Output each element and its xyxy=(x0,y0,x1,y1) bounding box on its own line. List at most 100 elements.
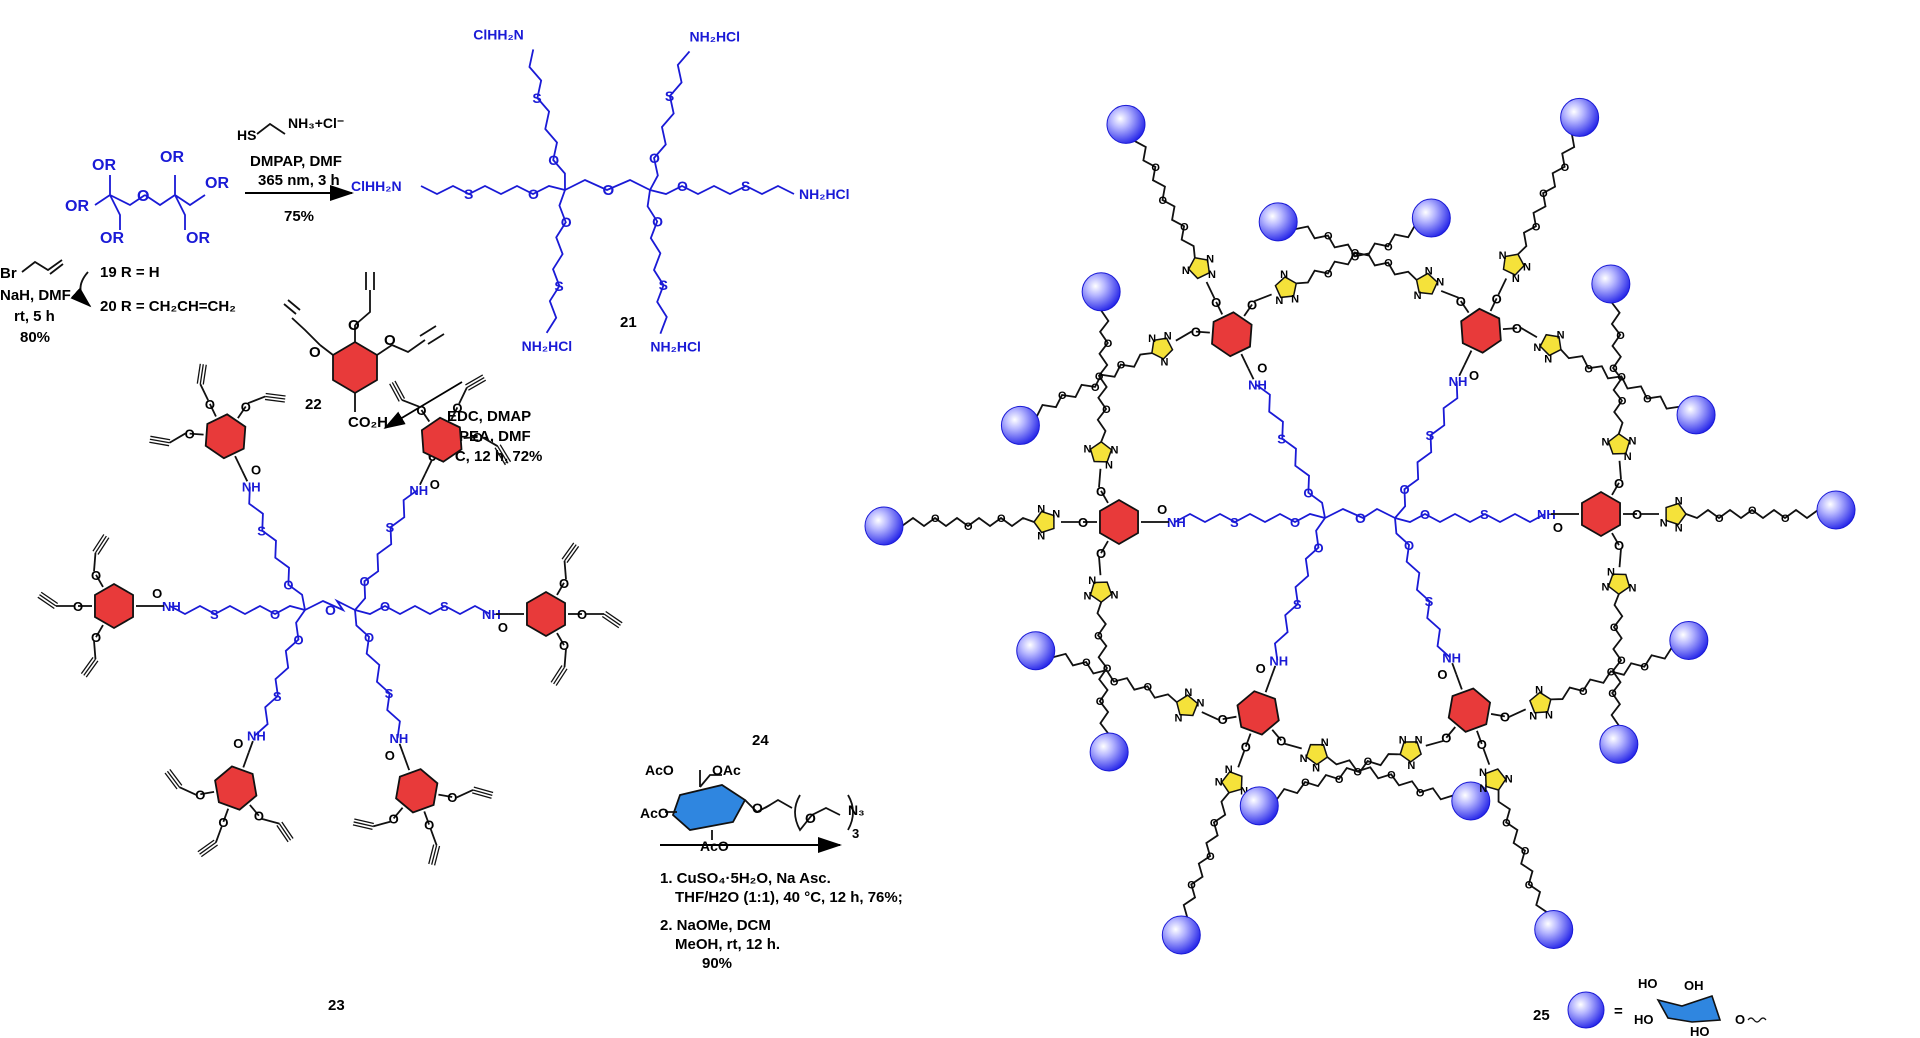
carbonyl-o: O xyxy=(498,620,508,635)
sugar-sphere xyxy=(1081,272,1121,312)
curved-arrow xyxy=(70,271,92,308)
bond xyxy=(1455,674,1463,690)
step-thiolene: HS NH₃+Cl⁻ DMPAP, DMF 365 nm, 3 h 75% xyxy=(237,115,354,225)
peg-o: O xyxy=(1610,622,1619,634)
peg-o: O xyxy=(997,513,1006,525)
bond xyxy=(372,820,392,828)
step-amidation: EDC, DMAP DIPEA, DMF 60 °C, 12 h, 72% xyxy=(383,381,542,465)
bond xyxy=(1215,301,1224,315)
ether-o: O xyxy=(1211,295,1221,310)
peg-o: O xyxy=(964,521,973,533)
ether-o: O xyxy=(559,576,569,591)
bond xyxy=(93,552,97,572)
alkyne-bond xyxy=(200,844,218,858)
ether-o: O xyxy=(561,214,572,230)
carbonyl-o: O xyxy=(1256,661,1266,676)
triazole-n: N xyxy=(1407,760,1415,772)
alkyne-bond xyxy=(353,821,374,828)
peg-o: O xyxy=(1618,396,1627,408)
triazole-n: N xyxy=(1660,517,1668,529)
arm-chain xyxy=(354,604,491,616)
triazole-ring xyxy=(1175,694,1199,717)
arm-chain xyxy=(649,50,691,191)
arm-chain xyxy=(646,189,668,335)
step-allylation: Br NaH, DMF rt, 5 h 80% 19 R = H 20 R = … xyxy=(0,259,236,346)
bond xyxy=(1489,297,1498,312)
alkyne-bond xyxy=(465,374,484,386)
amide-nh: NH xyxy=(1269,653,1288,668)
bond xyxy=(1175,330,1193,342)
amide-nh: NH xyxy=(162,599,181,614)
triazole-n: N xyxy=(1148,333,1156,345)
triazole-n: N xyxy=(1414,290,1422,302)
peg-chain xyxy=(1294,225,1418,281)
bond xyxy=(1611,482,1620,496)
ether-o: O xyxy=(652,213,663,229)
amide-nh: NH xyxy=(390,731,409,746)
alkyne-bond xyxy=(389,383,400,402)
peg-o: O xyxy=(1351,251,1360,263)
alkyne-bond xyxy=(83,658,97,676)
ether-o: O xyxy=(603,182,615,199)
ether-o: O xyxy=(309,344,321,361)
benzene-ring xyxy=(395,768,439,814)
core-bond xyxy=(304,598,356,613)
sugar-sphere xyxy=(1676,395,1716,435)
peg-o: O xyxy=(1387,769,1396,781)
bond xyxy=(93,640,97,660)
compound-24-number: 24 xyxy=(752,732,769,749)
arm-chain xyxy=(649,184,795,196)
peg-o: O xyxy=(1187,879,1196,891)
click-condition-2: THF/H2O (1:1), 40 °C, 12 h, 76%; xyxy=(675,889,903,906)
alkyne-bond xyxy=(494,447,506,466)
triazole-ring xyxy=(1529,691,1552,714)
ether-o: O xyxy=(283,578,293,593)
triazole-n: N xyxy=(1161,357,1169,369)
ether-o: O xyxy=(1218,712,1228,727)
peg-o: O xyxy=(1351,248,1360,260)
carbonyl-o: O xyxy=(1257,360,1267,375)
ether-o: O xyxy=(254,809,264,824)
bond xyxy=(1244,733,1252,748)
core-bond xyxy=(564,179,651,191)
ether-o: O xyxy=(241,400,251,415)
carbonyl-o: O xyxy=(1553,520,1563,535)
sugar-sphere xyxy=(1161,915,1201,955)
triazole-ring xyxy=(1033,510,1055,534)
bond xyxy=(458,387,468,405)
peg-chain xyxy=(1550,646,1673,701)
sugar-sphere xyxy=(1451,781,1491,821)
benzene-ring xyxy=(1447,687,1492,733)
triazole-n: N xyxy=(1184,687,1192,699)
peg-chain xyxy=(1275,753,1401,801)
sugar-sphere xyxy=(1106,104,1146,144)
bond xyxy=(556,582,565,596)
alkyne-bond xyxy=(499,444,512,463)
thioether-s: S xyxy=(440,599,449,614)
arm-chain xyxy=(1394,381,1459,519)
alkyne-bond xyxy=(149,438,170,444)
triazole-n: N xyxy=(1479,767,1487,779)
ether-o: O xyxy=(364,630,374,645)
ether-o: O xyxy=(359,574,369,589)
arm-chain xyxy=(1255,383,1326,519)
ether-o: O xyxy=(1512,321,1522,336)
triazole-n: N xyxy=(1240,786,1248,798)
ether-o: O xyxy=(1241,740,1251,755)
allylation-condition-2: rt, 5 h xyxy=(14,308,55,325)
triazole-n: N xyxy=(1602,582,1610,594)
arm-chain xyxy=(169,604,306,616)
ether-o: O xyxy=(1614,538,1624,553)
peg-o: O xyxy=(1104,338,1113,350)
peg-o: O xyxy=(1117,360,1126,372)
bond xyxy=(1520,327,1538,338)
benzene-ring xyxy=(1460,307,1502,354)
triazole-n: N xyxy=(1300,753,1308,765)
click-condition-3: 2. NaOMe, DCM xyxy=(660,917,771,934)
carbonyl-o: O xyxy=(1437,667,1447,682)
arm-chain xyxy=(248,486,306,611)
triazole-n: N xyxy=(1291,294,1299,306)
triazole-n: N xyxy=(1628,436,1636,448)
compound-19-20: OR OR OR OR OR OR O xyxy=(65,149,229,247)
peg-o: O xyxy=(1210,817,1219,829)
